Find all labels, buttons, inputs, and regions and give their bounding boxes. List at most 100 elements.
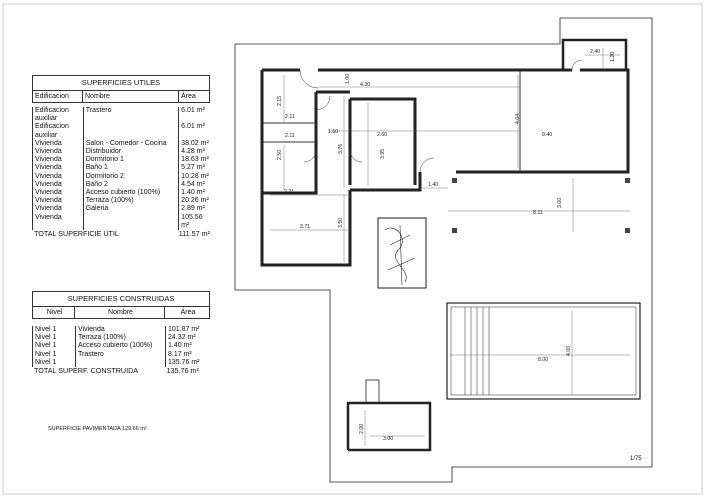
- table-cell-area: 4.28 m²: [178, 148, 210, 157]
- table-cell-edificacion: Vivienda: [35, 156, 62, 164]
- table-cell-area: 6.01 m²: [178, 107, 210, 124]
- dim-label: 8.11: [533, 210, 543, 216]
- column-header: Área: [181, 93, 196, 100]
- dim-label: 2.40: [590, 49, 600, 55]
- dim-label: 2.11: [285, 114, 295, 120]
- dim-label: 9.40: [542, 132, 552, 138]
- table-cell-nombre: Galeria: [82, 205, 178, 214]
- dim-label: 2.50: [277, 150, 283, 160]
- superficies-construidas-table: SUPERFICIES CONSTRUIDAS Nivel Nombre Áre…: [32, 291, 210, 375]
- dim-label: 3.00: [557, 198, 563, 208]
- table-cell-nivel: Nivel 1: [35, 326, 57, 333]
- table-column-headers: Nivel Nombre Área: [32, 307, 210, 319]
- table-cell-area: 105.56 m²: [178, 213, 210, 231]
- table-total-row: TOTAL SUPERF. CONSTRUIDA 135.76 m²: [32, 366, 210, 376]
- table-row: Vivienda 105.56 m²: [33, 213, 210, 231]
- table-cell-nombre: Distribuidor: [82, 148, 178, 157]
- column-header: Área: [180, 309, 196, 316]
- superficies-utiles-table: SUPERFICIES UTILES Edificacion Nombre Ár…: [32, 75, 210, 238]
- dim-label: 1.40: [428, 182, 438, 188]
- table-cell-nivel: Nivel 1: [35, 358, 57, 366]
- total-label: TOTAL SUPERF. CONSTRUIDA: [34, 366, 139, 376]
- storage-walls: [561, 38, 628, 70]
- table-title: SUPERFICIES UTILES: [32, 75, 210, 91]
- planter: [377, 217, 427, 289]
- table-title: SUPERFICIES CONSTRUIDAS: [32, 291, 210, 307]
- table-cell-edificacion: Edificacion auxiliar: [35, 123, 69, 139]
- dim-label: 2.21: [284, 189, 294, 195]
- table-cell-area: 10.28 m²: [178, 172, 210, 181]
- table-cell-nombre: Acceso cubierto (100%): [75, 342, 165, 351]
- table-cell-area: 1.40 m²: [178, 189, 210, 198]
- table-cell-area: 101.87 m²: [165, 326, 209, 335]
- dim-label: 8.00: [538, 357, 548, 363]
- table-row: Nivel 1 135.76 m²: [33, 358, 210, 368]
- table-cell-area: 1.40 m²: [165, 342, 209, 351]
- total-value: 135.76 m²: [166, 366, 199, 376]
- table-cell-nivel: Nivel 1: [35, 350, 57, 358]
- table-cell-edificacion: Vivienda: [35, 139, 62, 147]
- dim-label: 4.04: [515, 114, 521, 124]
- table-total-row: TOTAL SUPERFICIE UTIL 111.57 m²: [32, 229, 211, 239]
- table-cell-area: 20.26 m²: [178, 197, 210, 206]
- table-cell-nombre: [82, 123, 178, 140]
- table-cell-nombre: Trastero: [75, 350, 165, 359]
- table-cell-edificacion: Vivienda: [35, 148, 62, 156]
- table-cell-edificacion: Vivienda: [35, 213, 62, 221]
- dim-label: 2.11: [285, 133, 295, 139]
- table-cell-nivel: Nivel 1: [35, 342, 57, 350]
- table-cell-edificacion: Vivienda: [35, 197, 62, 205]
- scale-label: 1/75: [630, 456, 642, 462]
- dim-label: 1.50: [328, 129, 338, 135]
- pool: [446, 302, 641, 400]
- table-cell-nombre: Baño 1: [82, 164, 178, 173]
- trastero-building: [346, 379, 432, 452]
- dim-label: 3.95: [380, 149, 386, 159]
- table-cell-edificacion: Vivienda: [35, 172, 62, 180]
- table-cell-edificacion: Vivienda: [35, 180, 62, 188]
- terrace-posts: [452, 178, 630, 233]
- table-cell-area: 8.17 m²: [165, 350, 209, 359]
- table-cell-area: 24.32 m²: [165, 334, 209, 343]
- table-cell-nombre: [82, 213, 178, 231]
- table-cell-nombre: Dormitorio 1: [82, 156, 178, 165]
- dim-label: 3.50: [338, 218, 344, 228]
- column-header: Nivel: [33, 307, 75, 318]
- table-cell-nombre: [75, 358, 165, 368]
- dim-label: 4.30: [360, 82, 370, 88]
- table-cell-area: 2.89 m²: [178, 205, 210, 214]
- dim-label: 4.00: [566, 346, 572, 356]
- table-column-headers: Edificacion Nombre Área: [32, 91, 210, 103]
- dim-label: 1.00: [345, 74, 351, 84]
- table-cell-area: 38.02 m²: [178, 139, 210, 149]
- table-cell-nombre: Vivienda: [75, 326, 165, 335]
- door-swings: [299, 59, 583, 173]
- table-cell-nombre: Terraza (100%): [75, 334, 165, 343]
- dim-label: 2.60: [377, 132, 387, 138]
- table-cell-nombre: Baño 2: [82, 180, 178, 190]
- table-cell-edificacion: Vivienda: [35, 164, 62, 172]
- plot-boundary: [234, 17, 653, 483]
- table-cell-area: 4.54 m²: [178, 180, 210, 190]
- table-cell-area: 18.63 m²: [178, 156, 210, 165]
- table-cell-nombre: Salon - Comedor - Cocina: [82, 139, 178, 149]
- total-value: 111.57 m²: [178, 229, 211, 239]
- paved-area-note: SUPERFICIE PAVIMENTADA 129.66 m²: [48, 426, 147, 432]
- house-walls: [260, 68, 630, 267]
- dim-label: 3.71: [300, 224, 310, 230]
- table-cell-area: 135.76 m²: [165, 358, 209, 368]
- dim-label: 3.76: [338, 144, 344, 154]
- table-cell-nombre: Trastero: [82, 107, 178, 124]
